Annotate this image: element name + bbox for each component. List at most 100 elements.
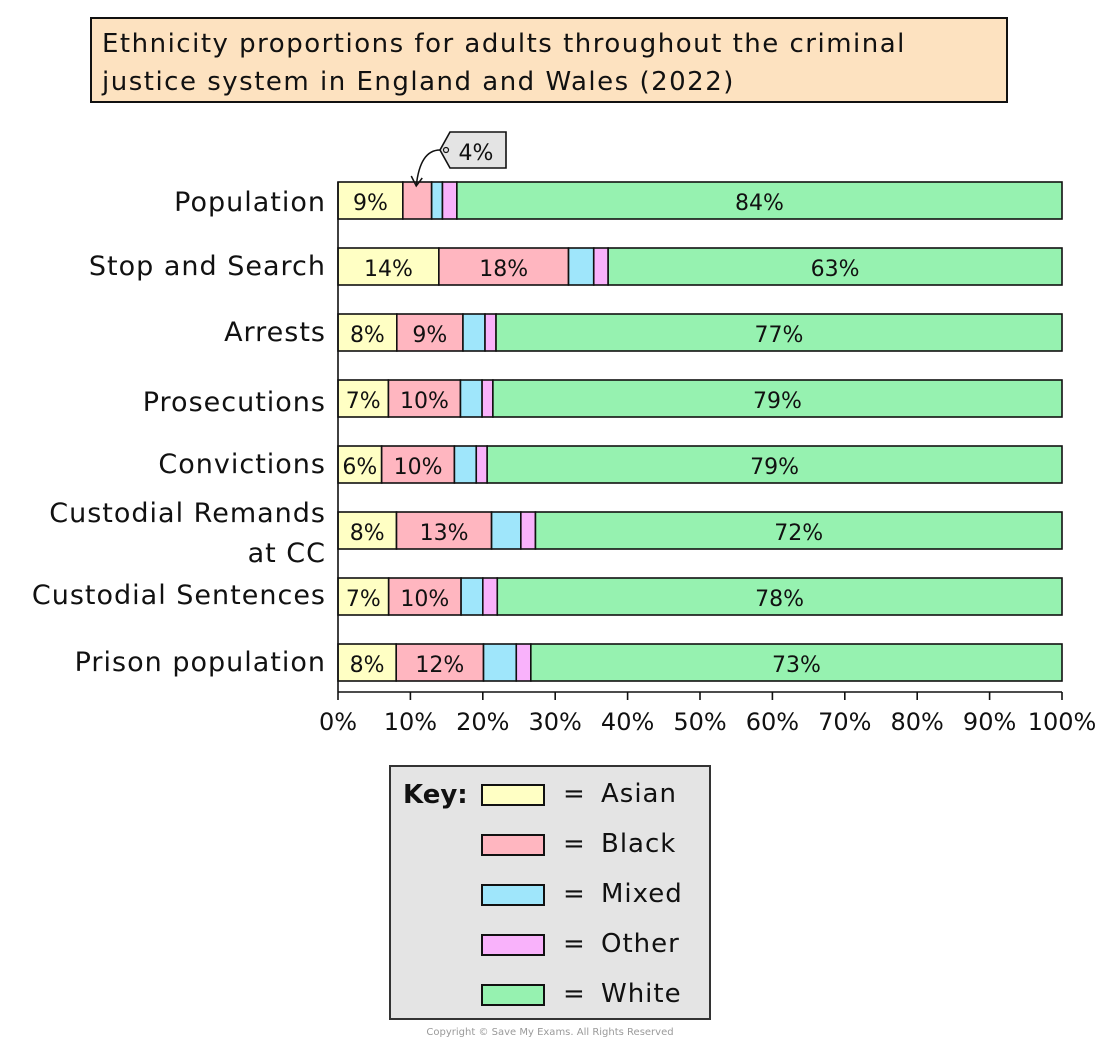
x-tick-label: 70% [818,708,871,736]
data-label-arrests-asian: 8% [350,323,385,348]
data-label-prison-population-black: 12% [415,653,464,678]
legend-equals: = [563,829,585,859]
data-label-prosecutions-white: 79% [753,389,802,414]
bar-prison-population-mixed [482,643,518,682]
data-label-custodial-remands-at-cc-black: 13% [420,521,469,546]
chart-title-line-1: Ethnicity proportions for adults through… [102,29,906,59]
bar-convictions-other [475,445,488,484]
legend-title: Key: [403,780,468,810]
legend-swatch-other [481,934,545,956]
bar-population-other [441,181,458,220]
copyright-notice: Copyright © Save My Exams. All Rights Re… [426,1027,674,1038]
bar-custodial-remands-at-cc-white [534,511,1063,550]
callout-tag-hole [442,146,450,154]
x-tick-label: 30% [529,708,582,736]
data-label-custodial-sentences-asian: 7% [346,587,381,612]
bar-prison-population-other [515,643,532,682]
data-label-prison-population-white: 73% [772,653,821,678]
bar-convictions-mixed [453,445,478,484]
data-label-prosecutions-black: 10% [400,389,449,414]
bar-prosecutions-mixed [459,379,483,418]
category-label-stop-and-search: Stop and Search [89,251,326,282]
data-label-stop-and-search-white: 63% [811,257,860,282]
category-label-arrests: Arrests [224,317,326,348]
callout-leader-line [415,149,441,187]
data-label-population-white: 84% [735,191,784,216]
x-tick-label: 100% [1028,708,1097,736]
category-label-prison-population: Prison population [75,647,326,678]
callout-tag [439,131,507,169]
bar-prosecutions-asian [337,379,390,418]
x-tick-label: 80% [891,708,944,736]
chart-title-box: Ethnicity proportions for adults through… [90,17,1008,103]
category-label-convictions: Convictions [158,449,326,480]
bar-stop-and-search-black [438,247,570,286]
bar-population-mixed [430,181,444,220]
bar-custodial-sentences-white [496,577,1063,616]
bar-prosecutions-black [387,379,462,418]
x-tick-label: 40% [601,708,654,736]
legend-label-white: White [601,979,682,1009]
data-label-custodial-remands-at-cc-asian: 8% [350,521,385,546]
bar-prosecutions-white [492,379,1063,418]
bar-stop-and-search-white [607,247,1063,286]
data-label-stop-and-search-asian: 14% [364,257,413,282]
data-label-convictions-white: 79% [750,455,799,480]
legend-label-mixed: Mixed [601,879,683,909]
stacked-bar-chart: 9% 84% Population 14% 18% 63% Stop and Search 8… [32,131,1097,736]
bar-arrests-asian [337,313,398,352]
data-label-custodial-sentences-white: 78% [755,587,804,612]
x-tick-label: 50% [673,708,726,736]
data-label-population-asian: 9% [353,191,388,216]
legend-equals: = [563,779,585,809]
callout-label: 4% [459,141,494,166]
legend-swatch-black [481,834,545,856]
legend-swatch-asian [481,784,545,806]
bar-arrests-other [484,313,497,352]
data-label-convictions-asian: 6% [342,455,377,480]
bar-prosecutions-other [481,379,494,418]
category-label-custodial-remands-at-cc: at CC [248,538,326,569]
legend-equals: = [563,979,585,1009]
bar-convictions-white [486,445,1063,484]
bar-custodial-remands-at-cc-mixed [490,511,522,550]
legend-equals: = [563,879,585,909]
legend-label-black: Black [601,829,677,859]
bar-stop-and-search-mixed [567,247,595,286]
legend-equals: = [563,929,585,959]
x-tick-label: 60% [746,708,799,736]
data-label-prosecutions-asian: 7% [346,389,381,414]
category-label-prosecutions: Prosecutions [143,387,326,418]
data-label-custodial-sentences-black: 10% [400,587,449,612]
legend-swatch-mixed [481,884,545,906]
legend-label-asian: Asian [601,779,677,809]
bar-stop-and-search-asian [337,247,440,286]
category-label-custodial-sentences: Custodial Sentences [32,580,326,611]
category-label-population: Population [174,187,326,218]
bar-custodial-remands-at-cc-other [520,511,537,550]
legend-label-other: Other [601,929,680,959]
legend-swatch-white [481,984,545,1006]
x-tick-label: 10% [384,708,437,736]
callout-arrowhead [410,175,423,188]
data-label-custodial-remands-at-cc-white: 72% [774,521,823,546]
bar-stop-and-search-other [592,247,609,286]
bar-prison-population-black [395,643,485,682]
x-tick-label: 90% [963,708,1016,736]
data-label-convictions-black: 10% [394,455,443,480]
bar-population-black [402,181,433,220]
data-label-arrests-black: 9% [412,323,447,348]
data-label-stop-and-search-black: 18% [479,257,528,282]
bar-custodial-sentences-other [481,577,499,616]
category-label-custodial-remands-at-cc: Custodial Remands [49,498,326,529]
bar-custodial-sentences-mixed [460,577,484,616]
data-label-prison-population-asian: 8% [350,653,385,678]
bar-arrests-white [495,313,1063,352]
x-tick-label: 0% [319,708,357,736]
x-tick-label: 20% [456,708,509,736]
legend-key: Key: = Asian = Black = Mixed = Other = W… [389,765,711,1020]
bar-arrests-mixed [462,313,486,352]
data-label-arrests-white: 77% [755,323,804,348]
bar-prison-population-white [530,643,1063,682]
bar-population-white [456,181,1063,220]
